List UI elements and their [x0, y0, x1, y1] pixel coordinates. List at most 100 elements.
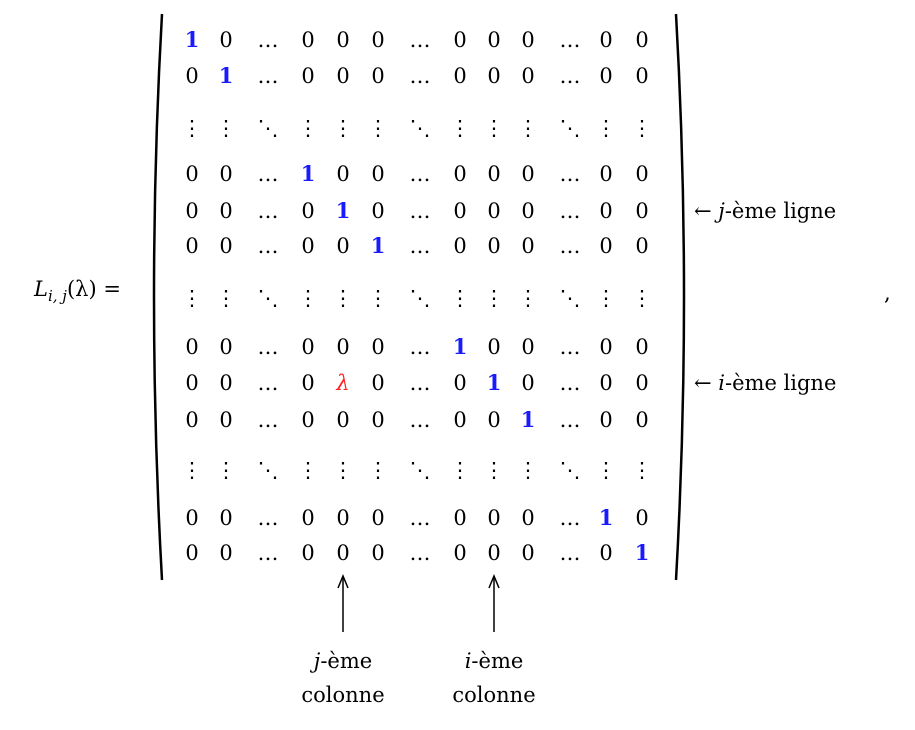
- trailing-comma: ,: [884, 281, 891, 305]
- matrix-cell: …: [559, 371, 581, 395]
- matrix-cell: 0: [453, 506, 467, 530]
- matrix-cell: 0: [453, 408, 467, 432]
- matrix-cell: 0: [521, 335, 535, 359]
- matrix-cell: 0: [635, 506, 649, 530]
- matrix-cell: 0: [219, 371, 233, 395]
- matrix-cell: 0: [487, 335, 501, 359]
- matrix-cell: ⋮: [367, 286, 389, 310]
- matrix-cell: ⋮: [449, 116, 471, 140]
- matrix-cell: ⋮: [332, 286, 354, 310]
- matrix-cell: ⋮: [367, 116, 389, 140]
- matrix-cell: 0: [185, 64, 199, 88]
- matrix-cell: 1: [370, 233, 386, 258]
- matrix-cell: …: [257, 408, 279, 432]
- matrix-cell: 0: [487, 541, 501, 565]
- matrix-cell: 0: [185, 506, 199, 530]
- matrix-cell: 0: [371, 408, 385, 432]
- matrix-cell: 0: [487, 64, 501, 88]
- matrix-cell: 0: [301, 335, 315, 359]
- matrix-cell: ⋮: [181, 458, 203, 482]
- matrix-cell: 0: [371, 371, 385, 395]
- matrix-cell: 0: [635, 64, 649, 88]
- matrix-cell: 0: [185, 162, 199, 186]
- matrix-cell: …: [409, 371, 431, 395]
- matrix-cell: 0: [371, 541, 385, 565]
- matrix-cell: ⋱: [409, 116, 431, 140]
- matrix-cell: 0: [219, 28, 233, 52]
- matrix-cell: ⋮: [297, 116, 319, 140]
- matrix-cell: 0: [521, 28, 535, 52]
- matrix-cell: …: [409, 541, 431, 565]
- col-label-line2: colonne: [301, 683, 385, 707]
- matrix-cell: ⋮: [367, 458, 389, 482]
- matrix-cell: 0: [487, 234, 501, 258]
- lhs-symbol: L: [34, 277, 48, 301]
- matrix-cell: 0: [521, 199, 535, 223]
- matrix-cell: 0: [336, 162, 350, 186]
- matrix-cell: 0: [301, 541, 315, 565]
- matrix-cell: 0: [599, 408, 613, 432]
- matrix-cell: ⋮: [517, 286, 539, 310]
- matrix-cell: …: [409, 506, 431, 530]
- matrix-cell: …: [257, 199, 279, 223]
- matrix-cell: ⋮: [517, 116, 539, 140]
- matrix-cell: 0: [521, 371, 535, 395]
- matrix-cell: 0: [599, 541, 613, 565]
- matrix-cell: 0: [219, 199, 233, 223]
- matrix-cell: 0: [301, 506, 315, 530]
- matrix-cell: 1: [218, 63, 234, 88]
- col-label-var: i: [464, 649, 472, 673]
- matrix-cell: 0: [635, 335, 649, 359]
- matrix-cell: …: [409, 408, 431, 432]
- matrix-cell: ⋮: [595, 458, 617, 482]
- matrix-cell: 0: [599, 28, 613, 52]
- matrix-cell: 1: [335, 198, 351, 223]
- matrix-cell: ⋮: [483, 286, 505, 310]
- matrix-cell: 0: [371, 506, 385, 530]
- matrix-cell: 0: [185, 371, 199, 395]
- matrix-cell: …: [559, 162, 581, 186]
- row-label-j: ← j-ème ligne: [694, 198, 836, 224]
- matrix-cell: …: [257, 506, 279, 530]
- row-label-var: j: [718, 199, 725, 223]
- matrix-cell: ⋮: [332, 458, 354, 482]
- matrix-cell: 0: [453, 28, 467, 52]
- matrix-cell: ⋮: [297, 458, 319, 482]
- matrix-cell: …: [559, 335, 581, 359]
- matrix-cell: 0: [453, 162, 467, 186]
- matrix-cell: 0: [185, 234, 199, 258]
- col-label-var: j: [313, 649, 321, 673]
- matrix-cell: …: [257, 335, 279, 359]
- matrix-cell: ⋮: [181, 286, 203, 310]
- matrix-cell: 1: [634, 540, 650, 565]
- matrix-cell: 0: [185, 541, 199, 565]
- matrix-cell: 0: [521, 64, 535, 88]
- matrix-cell: 1: [452, 334, 468, 359]
- matrix-cell: …: [409, 199, 431, 223]
- matrix-cell: …: [559, 506, 581, 530]
- matrix-cell: 0: [453, 64, 467, 88]
- matrix-cell: 0: [487, 199, 501, 223]
- matrix-cell: 0: [336, 506, 350, 530]
- matrix-cell: 0: [219, 506, 233, 530]
- matrix-cell: …: [257, 541, 279, 565]
- matrix-cell: ⋮: [449, 286, 471, 310]
- matrix-cell: ⋮: [215, 286, 237, 310]
- matrix-cell: …: [409, 162, 431, 186]
- matrix-cell: …: [257, 28, 279, 52]
- matrix-cell: 0: [635, 199, 649, 223]
- matrix-cell: 0: [219, 541, 233, 565]
- matrix-cell: ⋮: [595, 116, 617, 140]
- matrix-cell: 0: [301, 64, 315, 88]
- matrix-cell: ⋮: [631, 116, 653, 140]
- column-i-arrow: [488, 574, 500, 632]
- matrix-cell: 0: [336, 28, 350, 52]
- matrix-cell: 0: [599, 64, 613, 88]
- matrix-cell: 0: [635, 371, 649, 395]
- matrix-cell: 0: [453, 371, 467, 395]
- left-arrow-icon: ←: [694, 371, 712, 395]
- matrix-cell: …: [257, 234, 279, 258]
- matrix-cell: 0: [599, 162, 613, 186]
- col-label-text: -ème: [471, 649, 524, 673]
- matrix-cell: …: [257, 162, 279, 186]
